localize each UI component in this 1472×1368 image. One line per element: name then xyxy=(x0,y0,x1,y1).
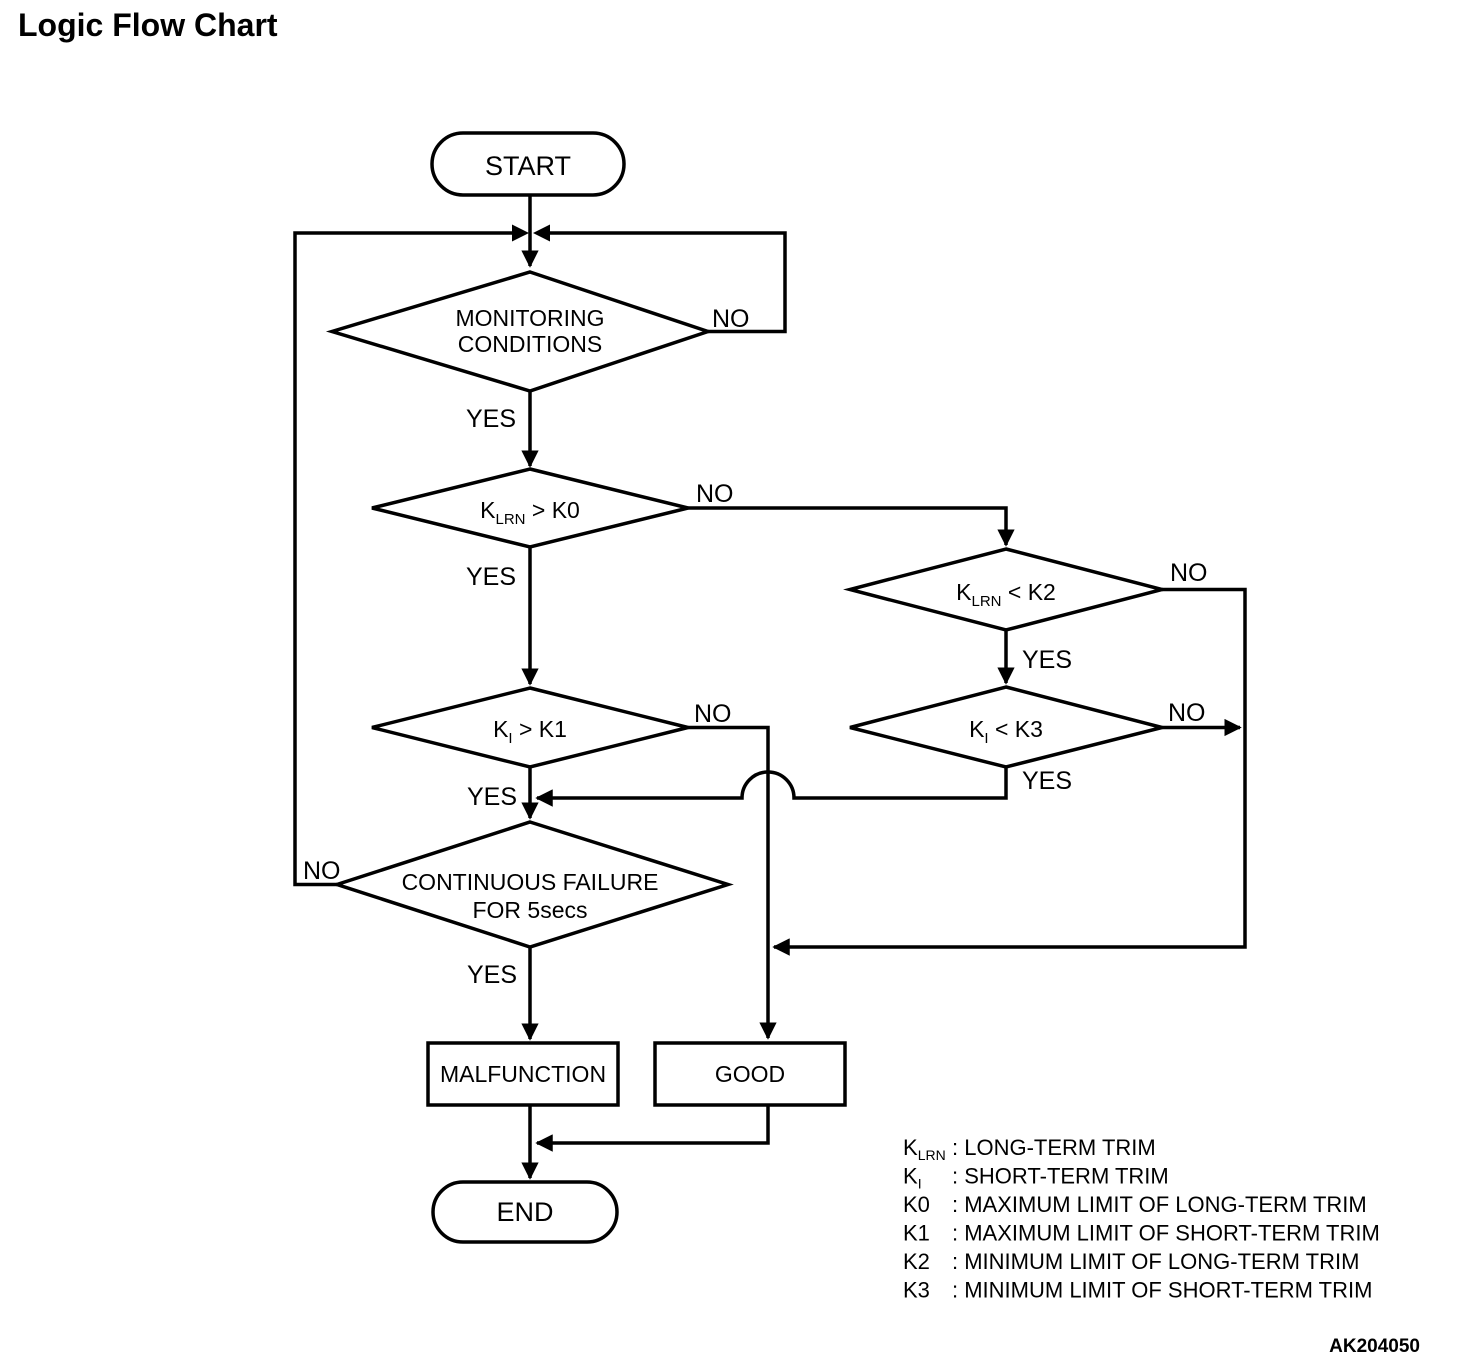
klrn-lt-k2-decision xyxy=(843,547,1169,632)
page-title: Logic Flow Chart xyxy=(18,7,278,43)
end-node xyxy=(431,1180,619,1244)
k0-yes-label: YES xyxy=(466,563,516,591)
start-node xyxy=(430,131,626,197)
nodes: START MONITORING CONDITIONS KLRN > K0 KL… xyxy=(325,131,1169,1244)
continuous-failure-label-line1: CONTINUOUS FAILURE xyxy=(402,869,659,895)
connectors xyxy=(293,196,1247,1180)
edge-monitoring-no-loop xyxy=(550,231,787,334)
legend-desc-k2: : MINIMUM LIMIT OF LONG-TERM TRIM xyxy=(952,1249,1359,1274)
monitoring-yes-label: YES xyxy=(466,405,516,433)
edge-k3-yes-return xyxy=(535,767,1008,807)
junction-arrowhead-right-icon xyxy=(512,224,529,242)
junction-arrowhead-left-icon xyxy=(533,224,550,242)
good-label: GOOD xyxy=(715,1061,785,1087)
ki-lt-k3-label: KI < K3 xyxy=(969,716,1043,747)
malfunction-node xyxy=(426,1041,620,1107)
continuous-no-label: NO xyxy=(303,857,341,885)
ki-gt-k1-decision xyxy=(371,686,689,769)
k1-yes-label: YES xyxy=(467,783,517,811)
edge-good-join xyxy=(535,1105,770,1152)
edge-continuous-no-loop xyxy=(293,231,512,887)
start-label: START xyxy=(485,151,571,181)
edge-labels: NO YES NO YES NO YES NO YES NO YES NO YE… xyxy=(303,305,1208,989)
legend-desc-k0: : MAXIMUM LIMIT OF LONG-TERM TRIM xyxy=(952,1192,1367,1217)
klrn-gt-k0-decision xyxy=(371,467,689,549)
figure-code: AK204050 xyxy=(1329,1336,1420,1357)
malfunction-label: MALFUNCTION xyxy=(440,1061,606,1087)
k3-no-label: NO xyxy=(1168,699,1206,727)
legend-sym-k3: K3 xyxy=(903,1278,930,1303)
k0-no-label: NO xyxy=(696,480,734,508)
legend-desc-k3: : MINIMUM LIMIT OF SHORT-TERM TRIM xyxy=(952,1278,1372,1303)
monitoring-conditions-decision xyxy=(325,270,714,393)
k2-no-label: NO xyxy=(1170,559,1208,587)
legend-desc-k1: : MAXIMUM LIMIT OF SHORT-TERM TRIM xyxy=(952,1221,1380,1246)
legend-sym-k2: K2 xyxy=(903,1249,930,1274)
klrn-gt-k0-label: KLRN > K0 xyxy=(480,497,580,528)
end-label: END xyxy=(496,1197,553,1227)
legend-desc-klrn: : LONG-TERM TRIM xyxy=(952,1135,1156,1160)
legend-sym-ki: KI xyxy=(903,1164,922,1192)
k1-no-label: NO xyxy=(694,700,732,728)
monitoring-label-line1: MONITORING xyxy=(455,305,604,331)
legend-sym-k0: K0 xyxy=(903,1192,930,1217)
edge-k1-no xyxy=(688,725,777,1040)
edge-k2-no xyxy=(772,587,1247,956)
legend-desc-ki: : SHORT-TERM TRIM xyxy=(952,1164,1169,1189)
ki-gt-k1-label: KI > K1 xyxy=(493,716,567,747)
good-node xyxy=(653,1041,847,1107)
klrn-lt-k2-label: KLRN < K2 xyxy=(956,579,1056,610)
continuous-yes-label: YES xyxy=(467,961,517,989)
k3-yes-label: YES xyxy=(1022,767,1072,795)
legend-sym-k1: K1 xyxy=(903,1221,930,1246)
k2-yes-label: YES xyxy=(1022,646,1072,674)
ki-lt-k3-decision xyxy=(849,685,1163,769)
legend: KLRN : LONG-TERM TRIM KI : SHORT-TERM TR… xyxy=(903,1135,1380,1303)
edge-k0-no xyxy=(688,506,1015,547)
continuous-failure-decision xyxy=(331,820,734,949)
monitoring-label-line2: CONDITIONS xyxy=(458,331,602,357)
continuous-failure-label-line2: FOR 5secs xyxy=(472,897,587,923)
monitoring-no-label: NO xyxy=(712,305,750,333)
legend-sym-klrn: KLRN xyxy=(903,1135,946,1163)
